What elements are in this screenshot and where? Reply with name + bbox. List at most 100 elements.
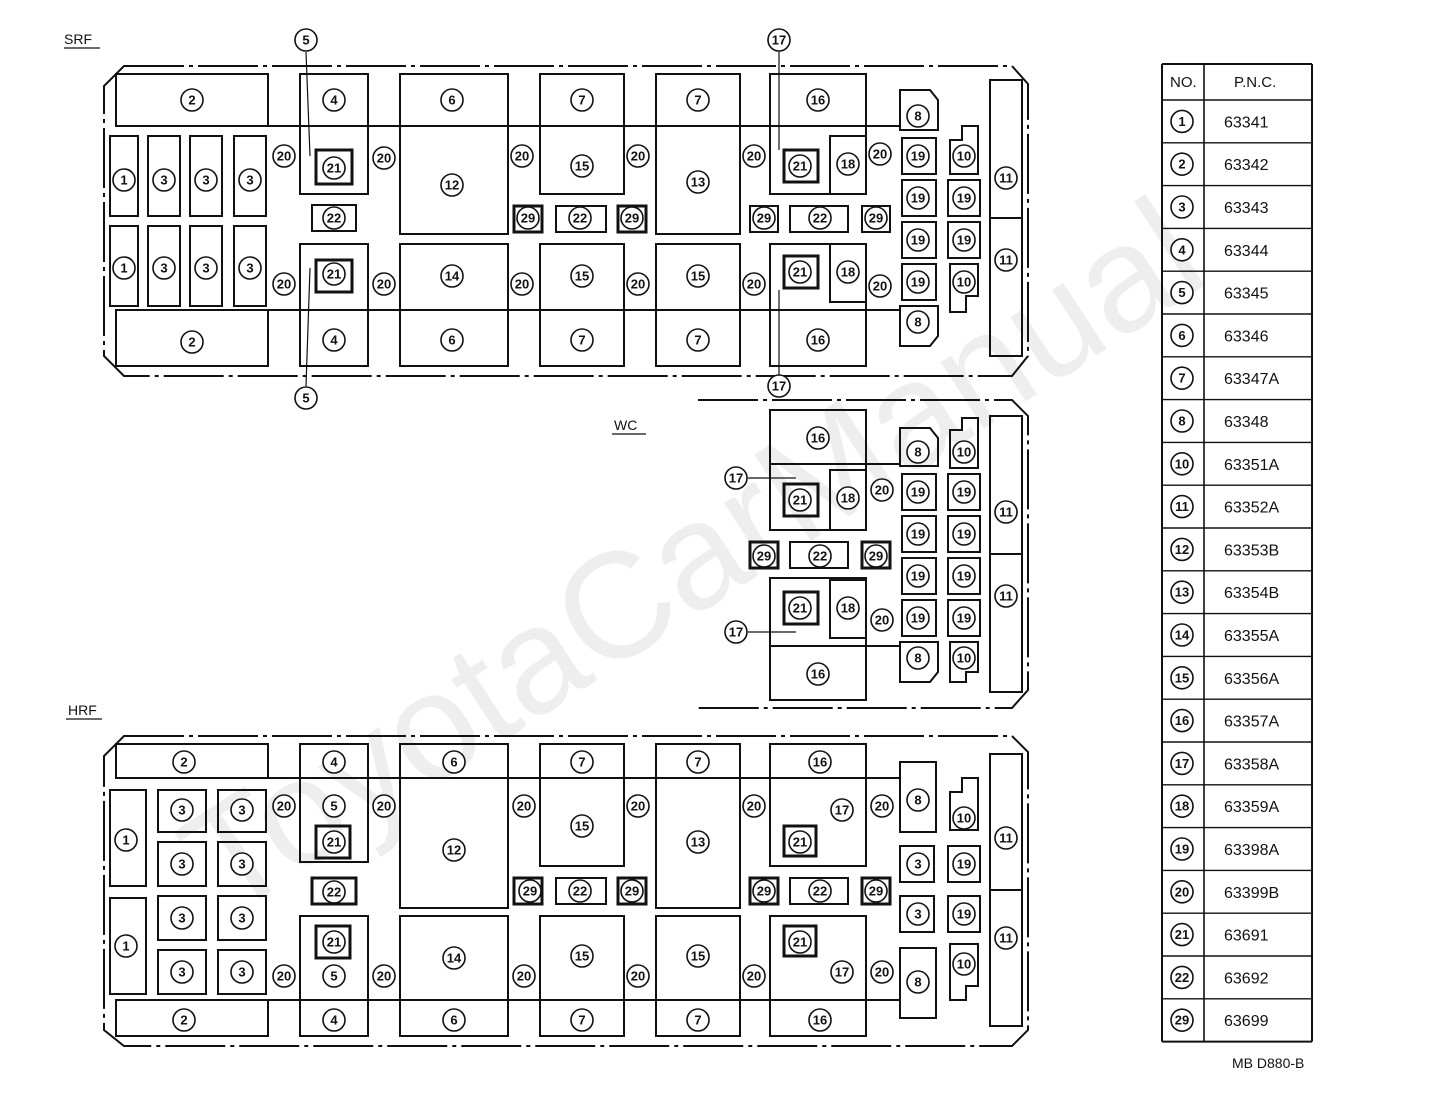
- svg-text:3: 3: [914, 907, 921, 922]
- callout-17: 17: [767, 374, 791, 398]
- callout-22: 22: [322, 880, 346, 904]
- callout-17: 17: [830, 960, 854, 984]
- svg-text:19: 19: [957, 857, 971, 872]
- svg-text:1: 1: [122, 939, 129, 954]
- callout-6: 6: [442, 1008, 466, 1032]
- callout-3: 3: [152, 168, 176, 192]
- callout-16: 16: [806, 88, 830, 112]
- callout-16: 16: [806, 328, 830, 352]
- callout-20: 20: [372, 964, 396, 988]
- callout-20: 20: [626, 794, 650, 818]
- svg-text:20: 20: [515, 277, 529, 292]
- callout-8: 8: [906, 104, 930, 128]
- callout-10: 10: [952, 270, 976, 294]
- callout-8: 8: [906, 788, 930, 812]
- svg-text:5: 5: [1178, 285, 1185, 300]
- callout-7: 7: [686, 328, 710, 352]
- svg-text:17: 17: [835, 965, 849, 980]
- svg-text:7: 7: [1178, 371, 1185, 386]
- callout-19: 19: [952, 606, 976, 630]
- svg-text:22: 22: [327, 885, 341, 900]
- table-header-no: NO.: [1170, 74, 1197, 91]
- svg-text:22: 22: [327, 211, 341, 226]
- callout-3: 3: [238, 168, 262, 192]
- svg-text:7: 7: [578, 755, 585, 770]
- callout-5: 5: [294, 386, 318, 410]
- callout-21: 21: [322, 830, 346, 854]
- table-cell-pnc: 63691: [1224, 928, 1269, 945]
- callout-20: 20: [272, 964, 296, 988]
- callout-21: 21: [788, 596, 812, 620]
- svg-text:20: 20: [873, 147, 887, 162]
- svg-text:19: 19: [957, 233, 971, 248]
- table-cell-pnc: 63346: [1224, 328, 1269, 345]
- svg-text:12: 12: [447, 843, 461, 858]
- svg-text:1: 1: [1178, 114, 1185, 129]
- svg-text:17: 17: [729, 625, 743, 640]
- callout-19: 19: [906, 564, 930, 588]
- callout-10: 10: [952, 440, 976, 464]
- svg-text:16: 16: [813, 1013, 827, 1028]
- callout-20: 20: [742, 144, 766, 168]
- svg-text:7: 7: [578, 93, 585, 108]
- callout-20: 20: [868, 142, 892, 166]
- svg-text:4: 4: [1178, 242, 1186, 257]
- callout-22: 22: [568, 879, 592, 903]
- callout-14: 14: [440, 264, 464, 288]
- svg-text:6: 6: [448, 333, 455, 348]
- svg-text:29: 29: [523, 884, 537, 899]
- callout-22: 22: [1170, 965, 1194, 990]
- hrf-panel: [103, 735, 1029, 1047]
- svg-text:8: 8: [914, 975, 921, 990]
- svg-text:3: 3: [178, 911, 185, 926]
- svg-text:20: 20: [1175, 884, 1189, 899]
- callout-17: 17: [724, 620, 748, 644]
- svg-text:16: 16: [1175, 713, 1189, 728]
- svg-text:20: 20: [517, 969, 531, 984]
- svg-text:21: 21: [327, 935, 341, 950]
- svg-text:21: 21: [793, 265, 807, 280]
- svg-text:19: 19: [911, 149, 925, 164]
- callout-14: 14: [1170, 623, 1194, 647]
- callout-1: 1: [1170, 109, 1194, 134]
- svg-text:20: 20: [631, 799, 645, 814]
- callout-2: 2: [172, 1008, 196, 1032]
- callout-20: 20: [372, 794, 396, 818]
- svg-text:19: 19: [911, 485, 925, 500]
- svg-text:3: 3: [246, 173, 253, 188]
- svg-text:19: 19: [911, 569, 925, 584]
- callout-22: 22: [808, 206, 832, 230]
- svg-text:29: 29: [625, 884, 639, 899]
- svg-text:3: 3: [178, 857, 185, 872]
- callout-13: 13: [686, 170, 710, 194]
- callout-14: 14: [442, 946, 466, 970]
- svg-text:16: 16: [811, 333, 825, 348]
- svg-text:13: 13: [1175, 585, 1189, 600]
- svg-text:11: 11: [999, 253, 1013, 268]
- callout-7: 7: [570, 88, 594, 112]
- callout-13: 13: [686, 830, 710, 854]
- callout-3: 3: [906, 902, 930, 926]
- callout-11: 11: [994, 166, 1018, 190]
- callout-18: 18: [836, 260, 860, 284]
- svg-text:20: 20: [875, 799, 889, 814]
- callout-20: 20: [272, 794, 296, 818]
- svg-text:21: 21: [1175, 927, 1189, 942]
- callout-20: 20: [868, 274, 892, 298]
- svg-text:20: 20: [277, 799, 291, 814]
- callout-1: 1: [112, 168, 136, 192]
- callout-20: 20: [870, 608, 894, 632]
- svg-text:21: 21: [793, 935, 807, 950]
- svg-text:3: 3: [238, 965, 245, 980]
- callout-1: 1: [112, 256, 136, 280]
- callout-17: 17: [1170, 751, 1194, 776]
- callout-12: 12: [440, 173, 464, 197]
- svg-text:20: 20: [747, 969, 761, 984]
- callout-4: 4: [322, 88, 346, 112]
- callout-3: 3: [152, 256, 176, 280]
- callout-29: 29: [752, 206, 776, 230]
